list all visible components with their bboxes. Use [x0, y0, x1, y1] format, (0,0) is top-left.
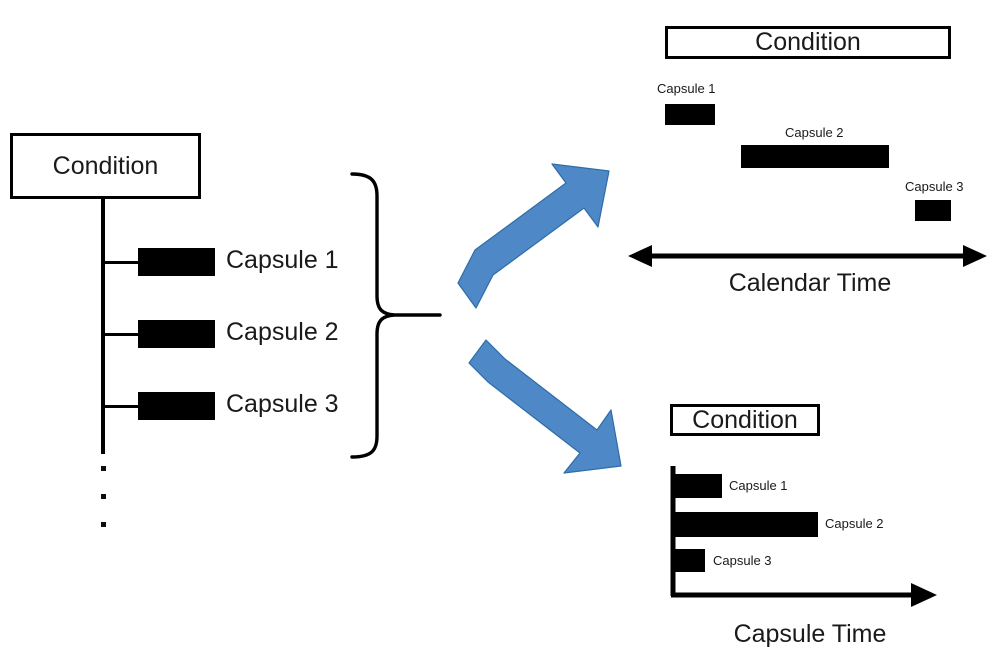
tree-trunk-line — [101, 199, 105, 454]
tree-branch-capsule-1 — [103, 261, 139, 264]
calendar-capsule-3-label: Capsule 3 — [905, 179, 964, 194]
calendar-condition-label: Condition — [755, 28, 861, 56]
tree-bar-capsule-3 — [138, 392, 215, 420]
calendar-capsule-3-bar — [915, 200, 951, 221]
tree-label-capsule-1: Capsule 1 — [226, 246, 339, 274]
capsule-condition-label: Condition — [692, 405, 798, 434]
calendar-condition-box[interactable]: Condition — [665, 26, 951, 59]
ellipsis-dot-2 — [101, 494, 106, 499]
tree-branch-capsule-3 — [103, 405, 139, 408]
tree-label-capsule-2: Capsule 2 — [226, 318, 339, 346]
calendar-time-axis — [628, 245, 987, 267]
capsule-capsule-3-label: Capsule 3 — [713, 553, 772, 568]
arrow-to-capsule-time-icon — [468, 339, 622, 474]
calendar-capsule-1-label: Capsule 1 — [657, 81, 716, 96]
calendar-time-axis-label: Calendar Time — [728, 269, 892, 297]
capsule-time-axis-label: Capsule Time — [733, 620, 887, 648]
capsule-capsule-1-bar — [672, 474, 722, 498]
capsule-capsule-3-bar — [672, 549, 705, 572]
left-condition-box[interactable]: Condition — [10, 133, 201, 199]
calendar-capsule-2-label: Capsule 2 — [785, 125, 844, 140]
right-curly-brace-icon — [350, 172, 442, 459]
tree-bar-capsule-2 — [138, 320, 215, 348]
tree-label-capsule-3: Capsule 3 — [226, 390, 339, 418]
ellipsis-dot-1 — [101, 466, 106, 471]
left-condition-label: Condition — [52, 151, 159, 180]
tree-bar-capsule-1 — [138, 248, 215, 276]
capsule-capsule-2-label: Capsule 2 — [825, 516, 884, 531]
calendar-capsule-2-bar — [741, 145, 889, 168]
capsule-capsule-2-bar — [672, 512, 818, 537]
capsule-capsule-1-label: Capsule 1 — [729, 478, 788, 493]
ellipsis-dot-3 — [101, 522, 106, 527]
tree-branch-capsule-2 — [103, 333, 139, 336]
arrow-to-calendar-time-icon — [457, 163, 610, 309]
calendar-capsule-1-bar — [665, 104, 715, 125]
capsule-condition-box[interactable]: Condition — [670, 404, 820, 436]
